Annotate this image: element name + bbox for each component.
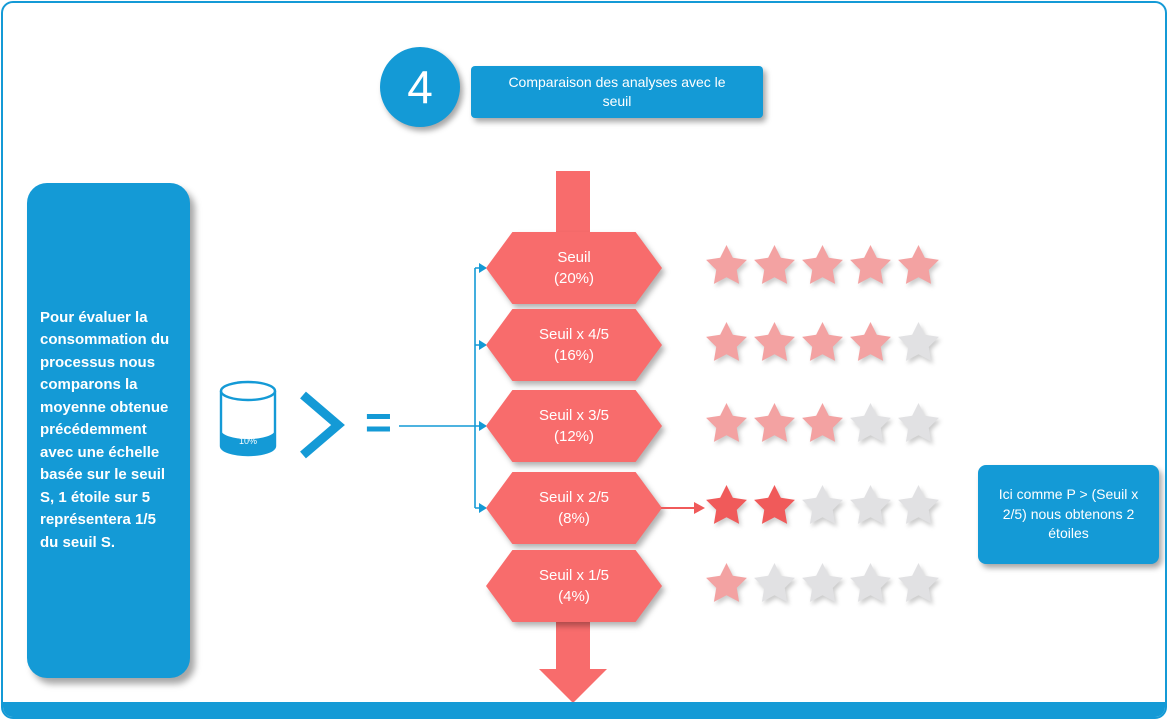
star-filled-icon (706, 403, 747, 442)
equals-sign: = (365, 396, 392, 448)
star-filled-icon (706, 563, 747, 602)
star-rating-row (703, 245, 942, 288)
greater-than-icon (300, 391, 345, 459)
description-text: Pour évaluer la consommation du processu… (40, 308, 170, 551)
threshold-label-line2: (16%) (553, 347, 594, 364)
result-note: Ici comme P > (Seuil x 2/5) nous obtenon… (978, 465, 1159, 564)
title-banner: Comparaison des analyses avec le seuil (471, 66, 763, 118)
star-empty-icon (898, 563, 939, 602)
threshold-label-line1: Seuil x 3/5 (538, 407, 610, 424)
database-fill-label: 10% (239, 436, 257, 446)
star-rating-row (703, 403, 942, 446)
star-filled-icon (706, 245, 747, 284)
threshold-hexagon: Seuil x 2/5 (8%) (486, 472, 662, 544)
star-filled-icon (850, 245, 891, 284)
step-number: 4 (407, 61, 433, 113)
threshold-label-line1: Seuil x 4/5 (538, 326, 610, 343)
star-filled-icon (754, 403, 795, 442)
threshold-label-line2: (4%) (558, 588, 590, 605)
threshold-label-line2: (12%) (553, 428, 594, 445)
connector-lines (399, 263, 487, 513)
star-empty-icon (850, 403, 891, 442)
star-empty-icon (850, 563, 891, 602)
star-filled-icon (754, 485, 795, 524)
step-number-badge: 4 (380, 47, 460, 127)
threshold-label-line1: Seuil (557, 249, 591, 266)
threshold-label-line2: (8%) (558, 510, 590, 527)
threshold-label-line1: Seuil x 2/5 (538, 489, 610, 506)
star-rating-row (703, 485, 942, 528)
star-filled-icon (898, 245, 939, 284)
star-filled-icon (802, 322, 843, 361)
star-empty-icon (850, 485, 891, 524)
star-filled-icon (802, 245, 843, 284)
bottom-accent-bar (3, 702, 1165, 717)
threshold-hexagon: Seuil x 4/5 (16%) (486, 309, 662, 381)
star-empty-icon (802, 485, 843, 524)
star-filled-icon (802, 403, 843, 442)
threshold-hexagon: Seuil x 3/5 (12%) (486, 390, 662, 462)
star-filled-icon (850, 322, 891, 361)
threshold-hexagon: Seuil x 1/5 (4%) (486, 550, 662, 622)
flow-arrow-bottom-icon (539, 619, 607, 703)
star-rating-row (703, 322, 942, 365)
star-empty-icon (898, 403, 939, 442)
star-empty-icon (898, 322, 939, 361)
threshold-label-line2: (20%) (553, 270, 594, 287)
database-cylinder-icon: 10% (219, 380, 277, 457)
threshold-hexagon: Seuil (20%) (486, 232, 662, 304)
star-empty-icon (898, 485, 939, 524)
star-rating-row (703, 563, 942, 606)
star-filled-icon (754, 322, 795, 361)
star-filled-icon (706, 322, 747, 361)
title-text: Comparaison des analyses avec le seuil (508, 74, 726, 109)
star-empty-icon (754, 563, 795, 602)
star-filled-icon (754, 245, 795, 284)
star-filled-icon (706, 485, 747, 524)
result-note-text: Ici comme P > (Seuil x 2/5) nous obtenon… (998, 486, 1139, 542)
threshold-label-line1: Seuil x 1/5 (538, 567, 610, 584)
description-panel: Pour évaluer la consommation du processu… (27, 183, 190, 678)
star-empty-icon (802, 563, 843, 602)
result-arrow-icon (661, 502, 705, 514)
